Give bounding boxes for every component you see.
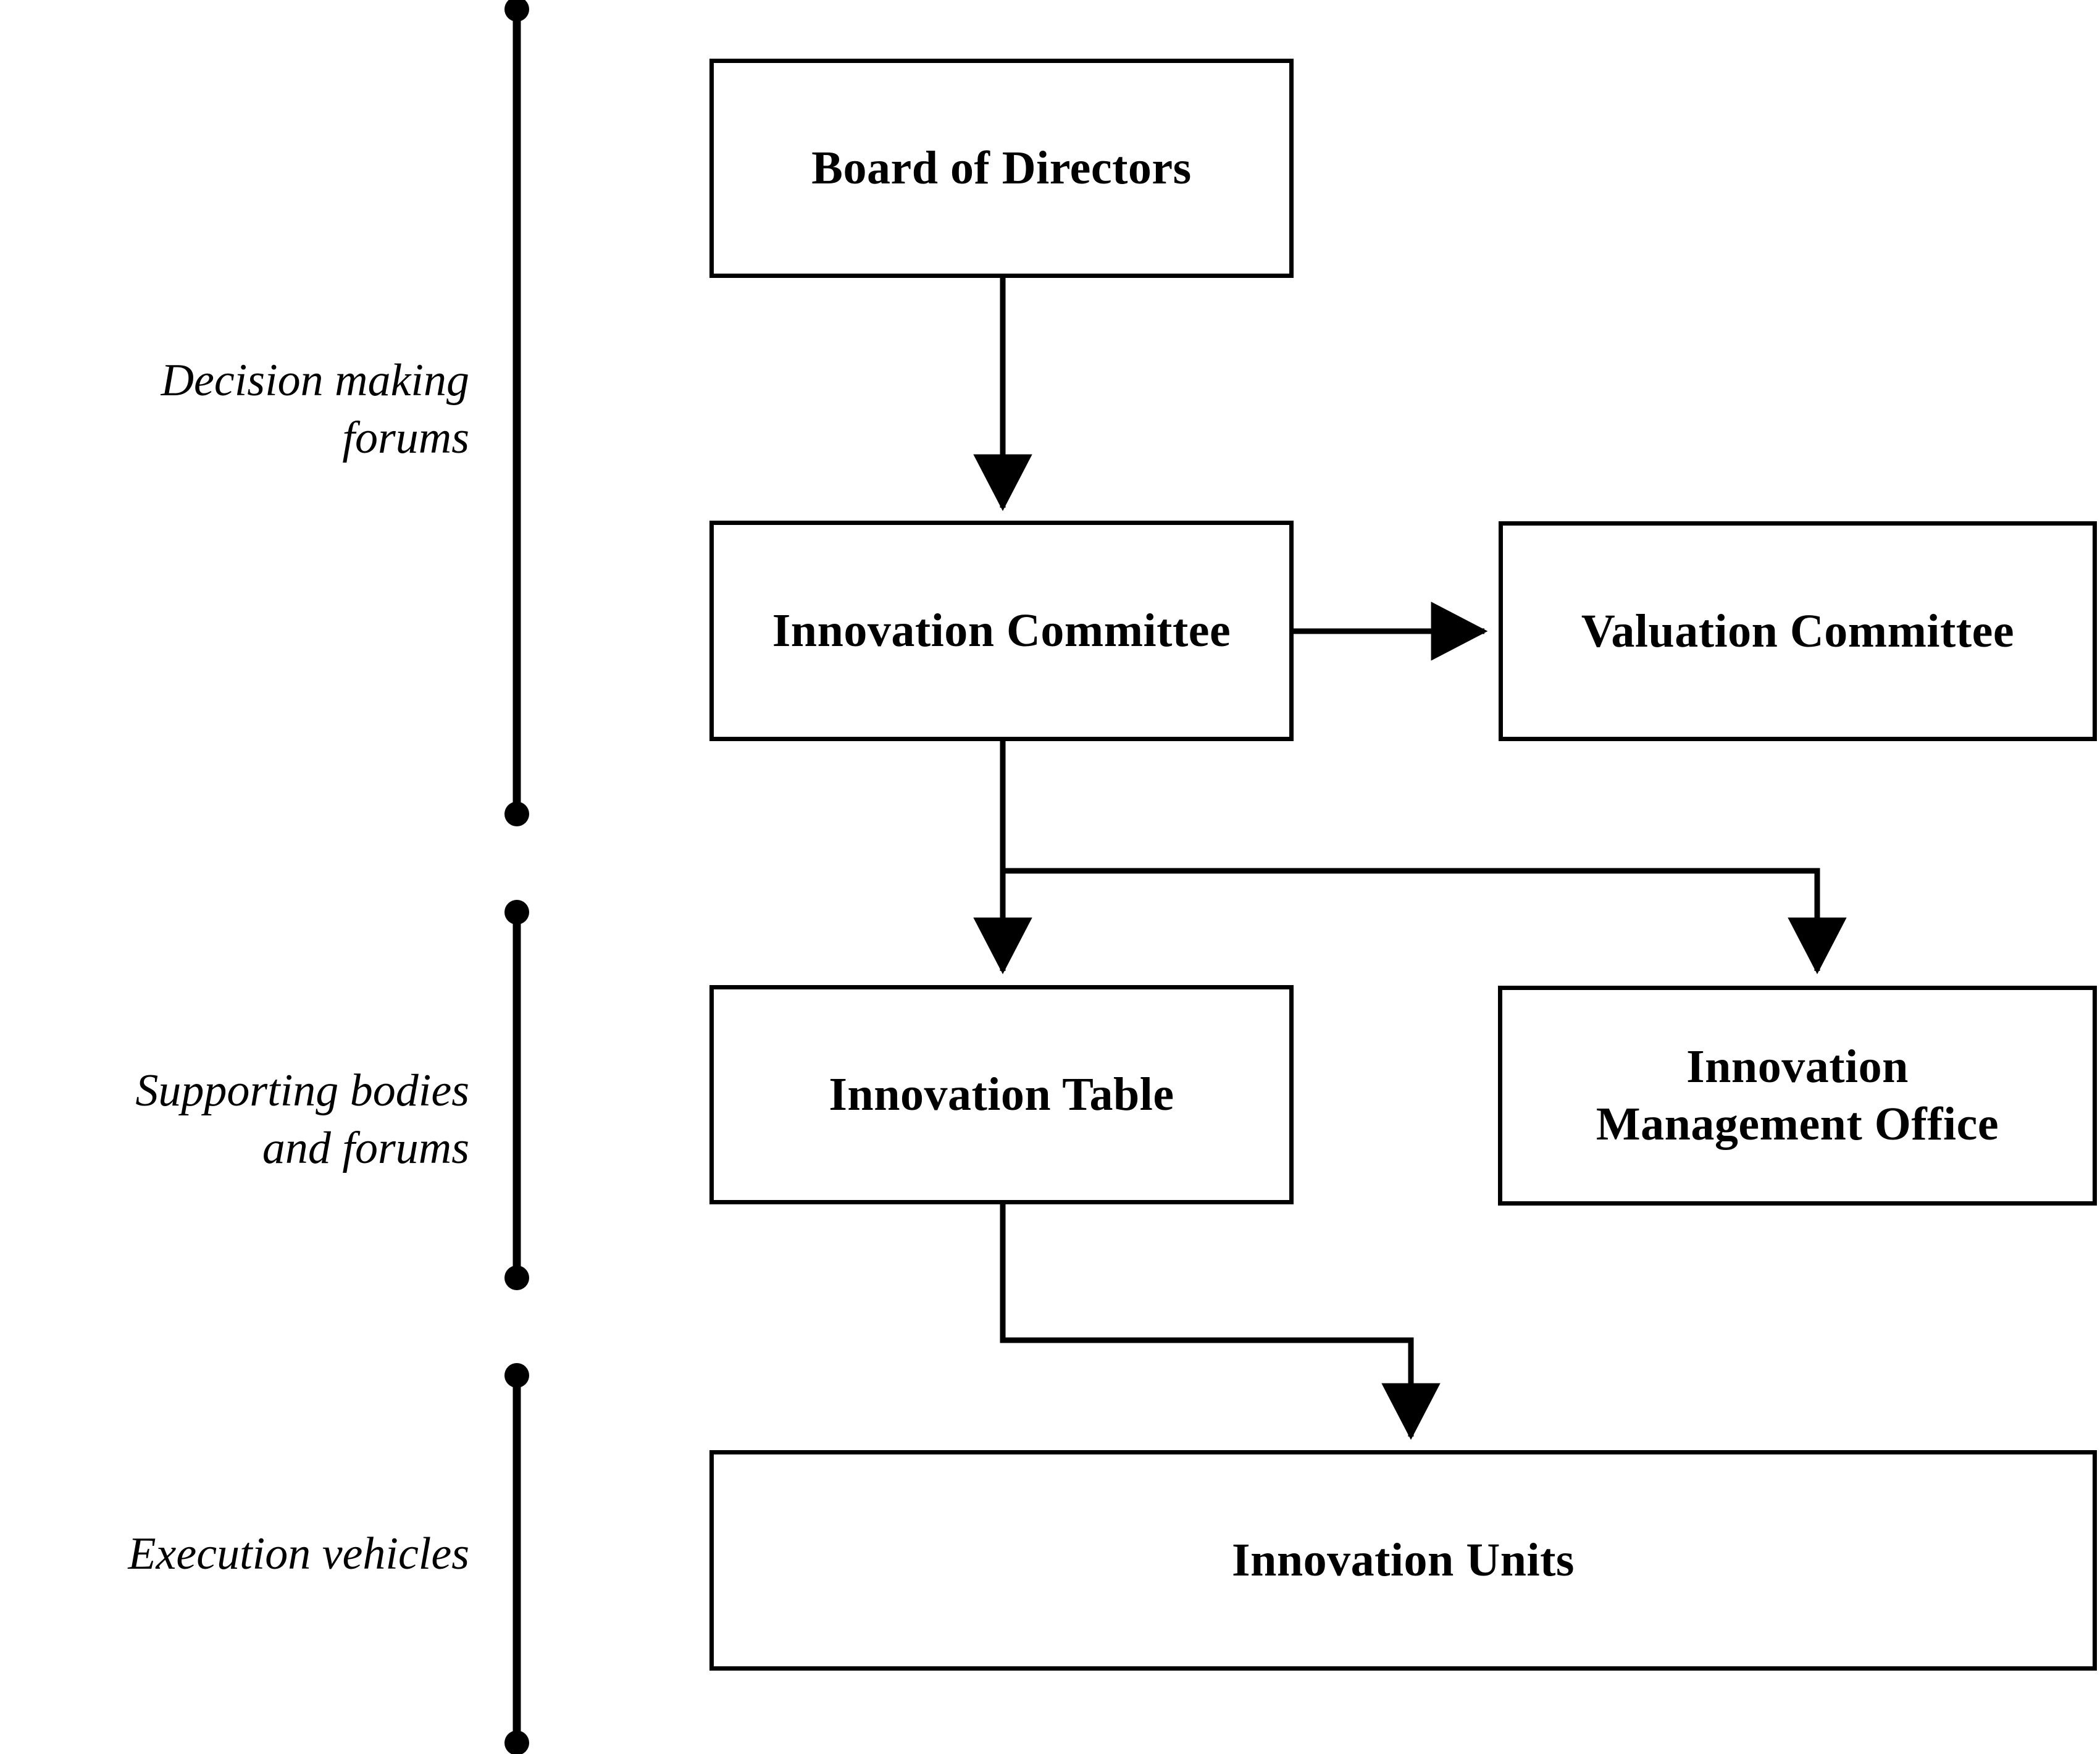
- band-axis-execution-vehicles: [504, 1363, 529, 1754]
- node-innovation-units-label: Innovation Units: [1232, 1534, 1575, 1587]
- node-board-of-directors-label: Board of Directors: [811, 142, 1192, 195]
- node-valuation-committee-label: Valuation Committee: [1581, 605, 2015, 657]
- node-innovation-table-label: Innovation Table: [829, 1068, 1174, 1121]
- node-innovation-committee-label: Innovation Committee: [772, 605, 1231, 657]
- node-innovation-units[interactable]: Innovation Units: [709, 1450, 2097, 1671]
- band-label-decision-making-forums: Decision making forums: [161, 355, 469, 463]
- node-valuation-committee[interactable]: Valuation Committee: [1499, 521, 2097, 741]
- node-innovation-management-office[interactable]: Innovation Management Office: [1498, 986, 2097, 1206]
- node-innovation-committee[interactable]: Innovation Committee: [709, 521, 1294, 741]
- band-label-supporting-bodies-and-forums: Supporting bodies and forums: [135, 1065, 469, 1173]
- node-innovation-management-office-label: Innovation Management Office: [1596, 1041, 1999, 1150]
- node-board-of-directors[interactable]: Board of Directors: [709, 59, 1294, 278]
- band-axis-supporting-bodies-and-forums: [504, 900, 529, 1290]
- connector-innovation-committee-to-innovation-management-office: [1003, 868, 1847, 975]
- connector-innovation-table-to-innovation-units: [1000, 1204, 1441, 1440]
- node-innovation-table[interactable]: Innovation Table: [709, 985, 1294, 1204]
- band-label-execution-vehicles: Execution vehicles: [128, 1529, 469, 1579]
- band-axis-decision-making-forums: [504, 0, 529, 826]
